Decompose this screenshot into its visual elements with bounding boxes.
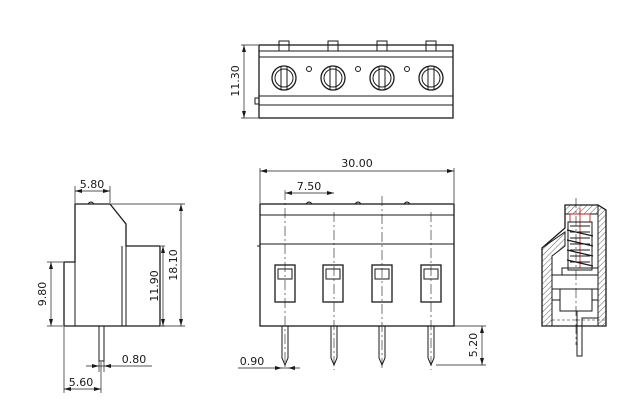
top-screw xyxy=(418,65,444,91)
dim-side-mid: 11.90 xyxy=(148,270,161,302)
dim-front-pin: 0.90 xyxy=(240,355,265,368)
dim-side-overall: 18.10 xyxy=(167,249,180,281)
dim-overall-width: 30.00 xyxy=(341,157,373,170)
top-screw xyxy=(271,65,297,91)
dim-pin-width: 0.80 xyxy=(122,353,147,366)
dim-pin-length: 5.20 xyxy=(467,333,480,358)
section-view xyxy=(541,198,607,357)
dim-side-top: 5.80 xyxy=(80,178,105,191)
wire-opening xyxy=(322,264,344,303)
dim-pin-offset: 5.60 xyxy=(69,376,94,389)
dim-side-lower: 9.80 xyxy=(36,282,49,307)
top-view: 11.30 xyxy=(229,40,454,119)
dim-pitch: 7.50 xyxy=(297,180,322,193)
side-view: 5.80 9.80 11.90 18.10 0.80 5.6 xyxy=(36,178,185,393)
top-screw xyxy=(320,65,346,91)
top-screw xyxy=(369,65,395,91)
dim-top-height: 11.30 xyxy=(229,65,242,97)
front-view: 30.00 7.50 0.90 5.20 xyxy=(238,157,486,370)
